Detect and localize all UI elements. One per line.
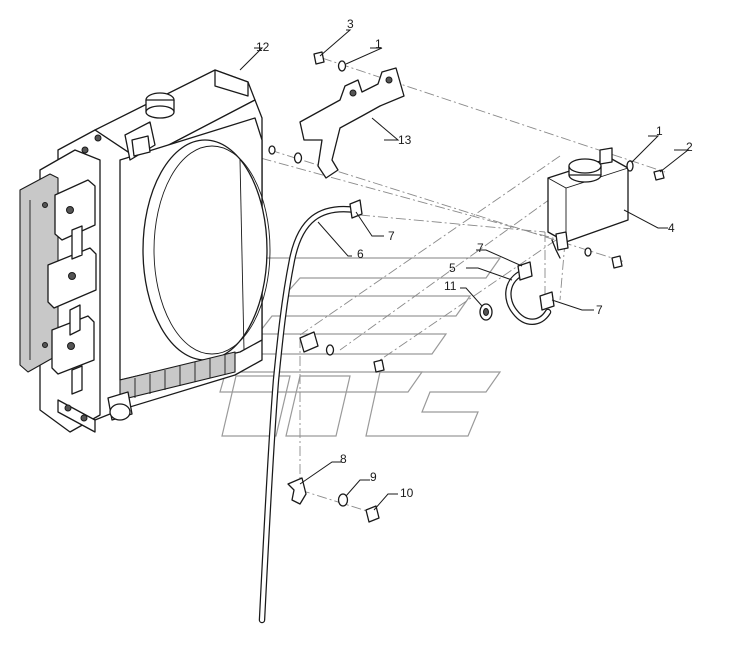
radiator-assembly [19, 69, 271, 433]
tank-hose [505, 261, 555, 325]
callout-12: 12 [256, 40, 270, 54]
grommet [479, 303, 493, 321]
callout-13: 13 [398, 133, 412, 147]
callout-labels: 12 3 1 13 1 2 4 7 6 7 5 11 7 8 9 10 [256, 17, 693, 500]
callout-5: 5 [449, 261, 456, 275]
coolant-reservoir-tank [547, 147, 629, 259]
mounting-bracket [299, 67, 405, 179]
callout-9: 9 [370, 470, 377, 484]
callout-1-top: 1 [375, 37, 382, 51]
callout-8: 8 [340, 452, 347, 466]
mid-clip-and-bolts [299, 331, 385, 373]
leader-lines [239, 29, 690, 511]
callout-7-middle: 7 [477, 241, 484, 255]
callout-6: 6 [357, 247, 364, 261]
tank-fasteners [584, 160, 665, 269]
clip-washer-bolt [287, 477, 380, 523]
callout-7-lower: 7 [596, 303, 603, 317]
callout-10: 10 [400, 486, 414, 500]
callout-11: 11 [444, 279, 457, 293]
callout-3: 3 [347, 17, 354, 31]
callout-2: 2 [686, 140, 693, 154]
callout-7-upper: 7 [388, 229, 395, 243]
overflow-hose [258, 199, 363, 624]
top-fasteners [268, 51, 347, 164]
callout-1-tank: 1 [656, 124, 663, 138]
callout-4: 4 [668, 221, 675, 235]
